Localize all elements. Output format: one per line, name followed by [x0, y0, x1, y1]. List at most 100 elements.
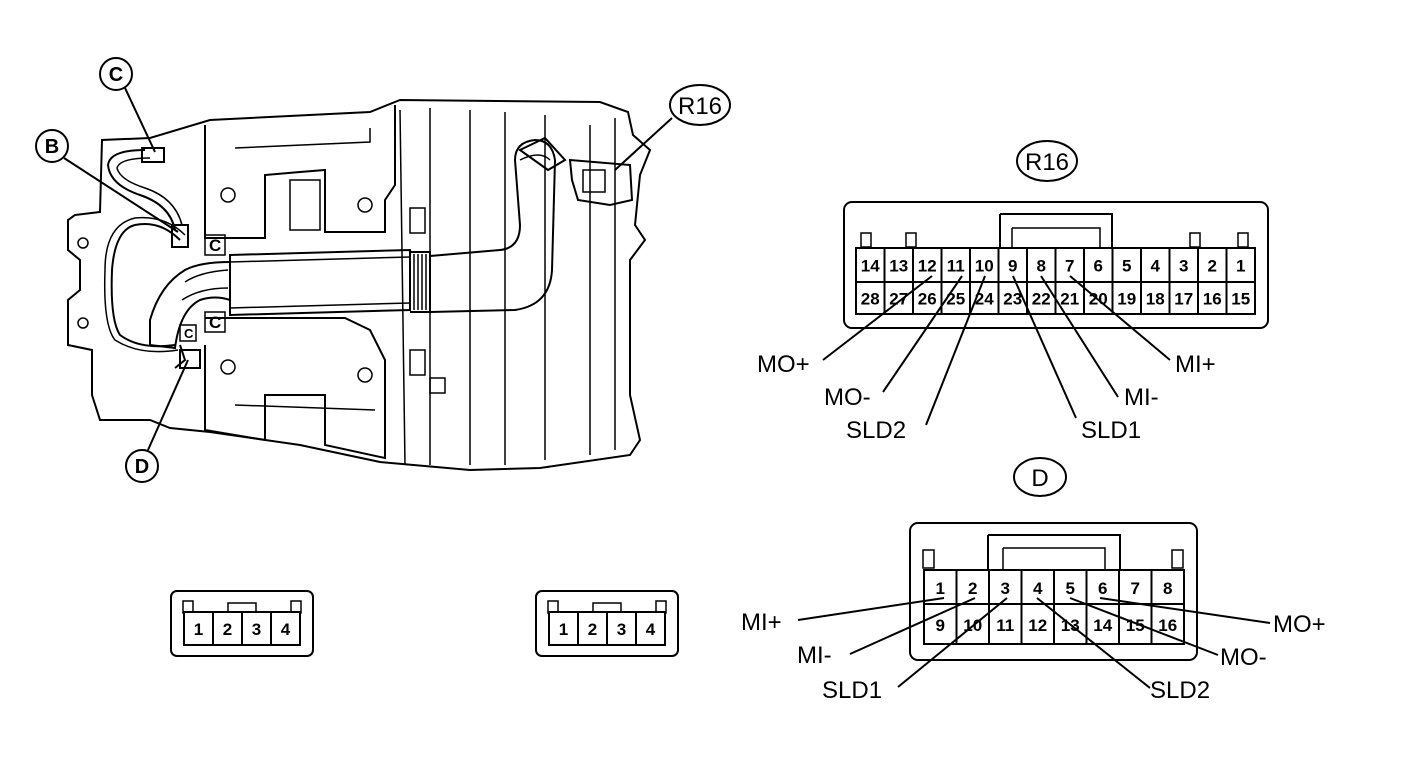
connector-d-tag — [1013, 457, 1067, 497]
connector-d-pins: 1 2 3 4 5 6 7 8 9 10 11 12 13 14 15 16 — [923, 569, 1185, 645]
d-pin-cell — [1020, 603, 1055, 645]
small-left-pin: 3 — [252, 620, 261, 639]
d-signal-mo-minus: MO- — [1220, 644, 1267, 671]
d-pin: 9 — [936, 616, 945, 635]
r16-pin: 1 — [1236, 257, 1245, 276]
d-pin-cell — [1150, 603, 1185, 645]
small-left-pin-cell — [270, 611, 301, 646]
r16-pin: 19 — [1117, 290, 1136, 309]
r16-pin: 13 — [889, 257, 908, 276]
d-leader-sld2 — [1036, 597, 1151, 689]
small-connector-left: 1 2 3 4 — [170, 590, 314, 657]
r16-signal-mo-minus: MO- — [824, 384, 871, 411]
r16-pin-cell — [1225, 247, 1256, 283]
r16-pin: 23 — [1003, 290, 1022, 309]
callout-circle-c — [99, 57, 133, 91]
r16-pin: 10 — [975, 257, 994, 276]
pad-label-c2: C — [209, 313, 221, 332]
d-pin-cell — [1118, 569, 1153, 605]
r16-pin: 6 — [1094, 257, 1103, 276]
d-pin-cell — [988, 603, 1023, 645]
d-signal-mi-minus: MI- — [797, 642, 832, 669]
d-pin: 6 — [1098, 579, 1107, 598]
small-right-pin: 4 — [646, 620, 656, 639]
r16-signal-sld1: SLD1 — [1081, 417, 1141, 444]
r16-pin: 12 — [918, 257, 937, 276]
callout-line-r16 — [614, 117, 673, 171]
r16-leader-mo-minus — [882, 275, 963, 393]
d-signal-mo-plus: MO+ — [1273, 611, 1326, 638]
r16-pin-cell — [1111, 247, 1142, 283]
r16-signal-mi-minus: MI- — [1124, 384, 1159, 411]
r16-pin: 14 — [861, 257, 880, 276]
r16-pin: 8 — [1037, 257, 1046, 276]
r16-pin-cell — [1083, 247, 1114, 283]
d-leader-mi-plus — [797, 597, 945, 621]
r16-pin: 11 — [947, 257, 965, 276]
callout-circle-d — [125, 449, 159, 483]
r16-signal-mo-plus: MO+ — [757, 351, 810, 378]
small-right-pin: 2 — [588, 620, 597, 639]
d-pin: 2 — [968, 579, 977, 598]
callout-ellipse-r16 — [669, 84, 731, 126]
small-right-pin-cell — [548, 611, 579, 646]
connector-r16-housing — [843, 201, 1269, 329]
r16-pin: 21 — [1060, 290, 1079, 309]
d-pin: 8 — [1163, 579, 1172, 598]
d-pin-cell — [1150, 569, 1185, 605]
r16-leader-mi-minus — [1040, 275, 1119, 398]
d-signal-sld1: SLD1 — [822, 677, 882, 704]
r16-pin-cell — [1225, 281, 1256, 315]
small-right-pin-cell — [577, 611, 608, 646]
small-left-pin: 2 — [223, 620, 232, 639]
d-pin: 16 — [1158, 616, 1177, 635]
d-leader-mo-minus — [1069, 597, 1219, 656]
callout-label-c: C — [109, 64, 123, 86]
d-pin: 11 — [996, 616, 1014, 635]
pad-label-c3: C — [184, 326, 194, 341]
callout-line-d — [147, 359, 189, 451]
d-pin: 14 — [1093, 616, 1112, 635]
callout-label-r16: R16 — [678, 93, 722, 120]
d-pin: 1 — [936, 579, 945, 598]
callout-label-d: D — [135, 456, 149, 478]
r16-pin: 4 — [1151, 257, 1161, 276]
r16-pin: 2 — [1208, 257, 1217, 276]
r16-pin: 22 — [1032, 290, 1051, 309]
connector-r16-tag — [1016, 140, 1078, 182]
r16-pin: 7 — [1065, 257, 1074, 276]
r16-pin-cell — [883, 247, 914, 283]
r16-pin: 9 — [1008, 257, 1017, 276]
r16-pin: 17 — [1174, 290, 1193, 309]
d-leader-sld1 — [897, 597, 1008, 688]
connector-r16: R16 14 13 12 11 10 9 8 7 6 5 4 3 2 1 28 … — [757, 140, 1269, 444]
r16-pin: 27 — [889, 290, 908, 309]
r16-pin-cell — [1026, 281, 1057, 315]
connector-d: D 1 2 3 4 5 6 7 8 9 10 11 12 13 14 15 16 — [741, 457, 1326, 704]
small-connector-right: 1 2 3 4 — [535, 590, 679, 657]
small-left-pin: 4 — [281, 620, 291, 639]
d-pin-cell — [1053, 569, 1088, 605]
connector-d-housing — [909, 522, 1198, 661]
small-right-pin: 3 — [617, 620, 626, 639]
r16-signal-sld2: SLD2 — [846, 417, 906, 444]
pad-label-c1: C — [209, 236, 221, 255]
r16-pin-cell — [1168, 247, 1199, 283]
d-pin: 4 — [1033, 579, 1043, 598]
r16-pin: 3 — [1179, 257, 1188, 276]
d-signal-mi-plus: MI+ — [741, 609, 782, 636]
connector-d-label: D — [1031, 465, 1048, 492]
small-right-pin-cell — [635, 611, 666, 646]
r16-pin-cell — [1168, 281, 1199, 315]
small-left-pin-cell — [241, 611, 272, 646]
callout-line-b — [63, 157, 179, 233]
connector-r16-pins: 14 13 12 11 10 9 8 7 6 5 4 3 2 1 28 27 2… — [855, 247, 1256, 315]
d-leader-mi-minus — [849, 597, 976, 655]
r16-leader-mo-plus — [822, 275, 933, 361]
connector-r16-label: R16 — [1025, 149, 1069, 176]
r16-pin: 24 — [975, 290, 994, 309]
r16-pin: 18 — [1146, 290, 1165, 309]
r16-pin: 26 — [918, 290, 937, 309]
r16-leader-sld1 — [1012, 275, 1077, 419]
